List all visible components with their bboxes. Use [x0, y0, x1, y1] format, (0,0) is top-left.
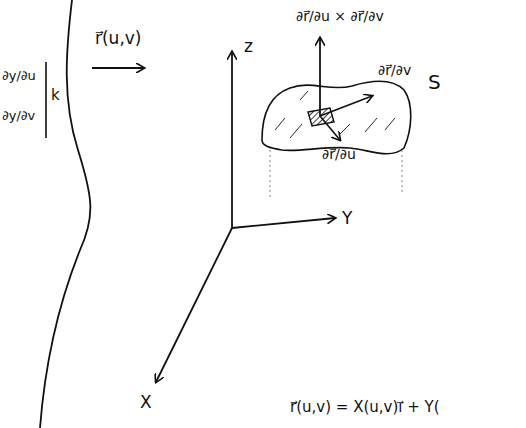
- equation: r⃗(u,v) = X(u,v)i⃗ + Y(: [290, 398, 440, 416]
- z-axis: [231, 52, 233, 228]
- axis-label: z: [244, 36, 253, 56]
- map-label: r⃗(u,v): [95, 28, 142, 48]
- vector-label: ∂r⃗/∂u: [322, 146, 356, 163]
- partial-derivative: ∂y/∂u: [2, 68, 36, 84]
- tangent-v: [320, 96, 372, 116]
- cross-product-label: ∂r⃗/∂u × ∂r⃗/∂v: [296, 8, 384, 25]
- vector-label: ∂r⃗/∂v: [378, 62, 411, 79]
- surface-label: S: [428, 70, 441, 94]
- partial-derivative: ∂y/∂v: [2, 108, 35, 124]
- curve: [40, 0, 90, 428]
- y-axis: [232, 218, 335, 228]
- drop-line: [270, 150, 271, 200]
- tangent-u: [320, 116, 340, 140]
- mapping-arrow: [92, 67, 144, 69]
- drop-line: [402, 150, 403, 195]
- unit-vector: k: [51, 86, 60, 104]
- surface-shading: [275, 91, 395, 138]
- axis-label: Y: [342, 208, 352, 228]
- surface-outline: [262, 81, 411, 154]
- normal-vector: [319, 38, 321, 116]
- axis-label: X: [140, 392, 152, 412]
- x-axis: [156, 228, 232, 382]
- determinant-bar: [45, 62, 47, 138]
